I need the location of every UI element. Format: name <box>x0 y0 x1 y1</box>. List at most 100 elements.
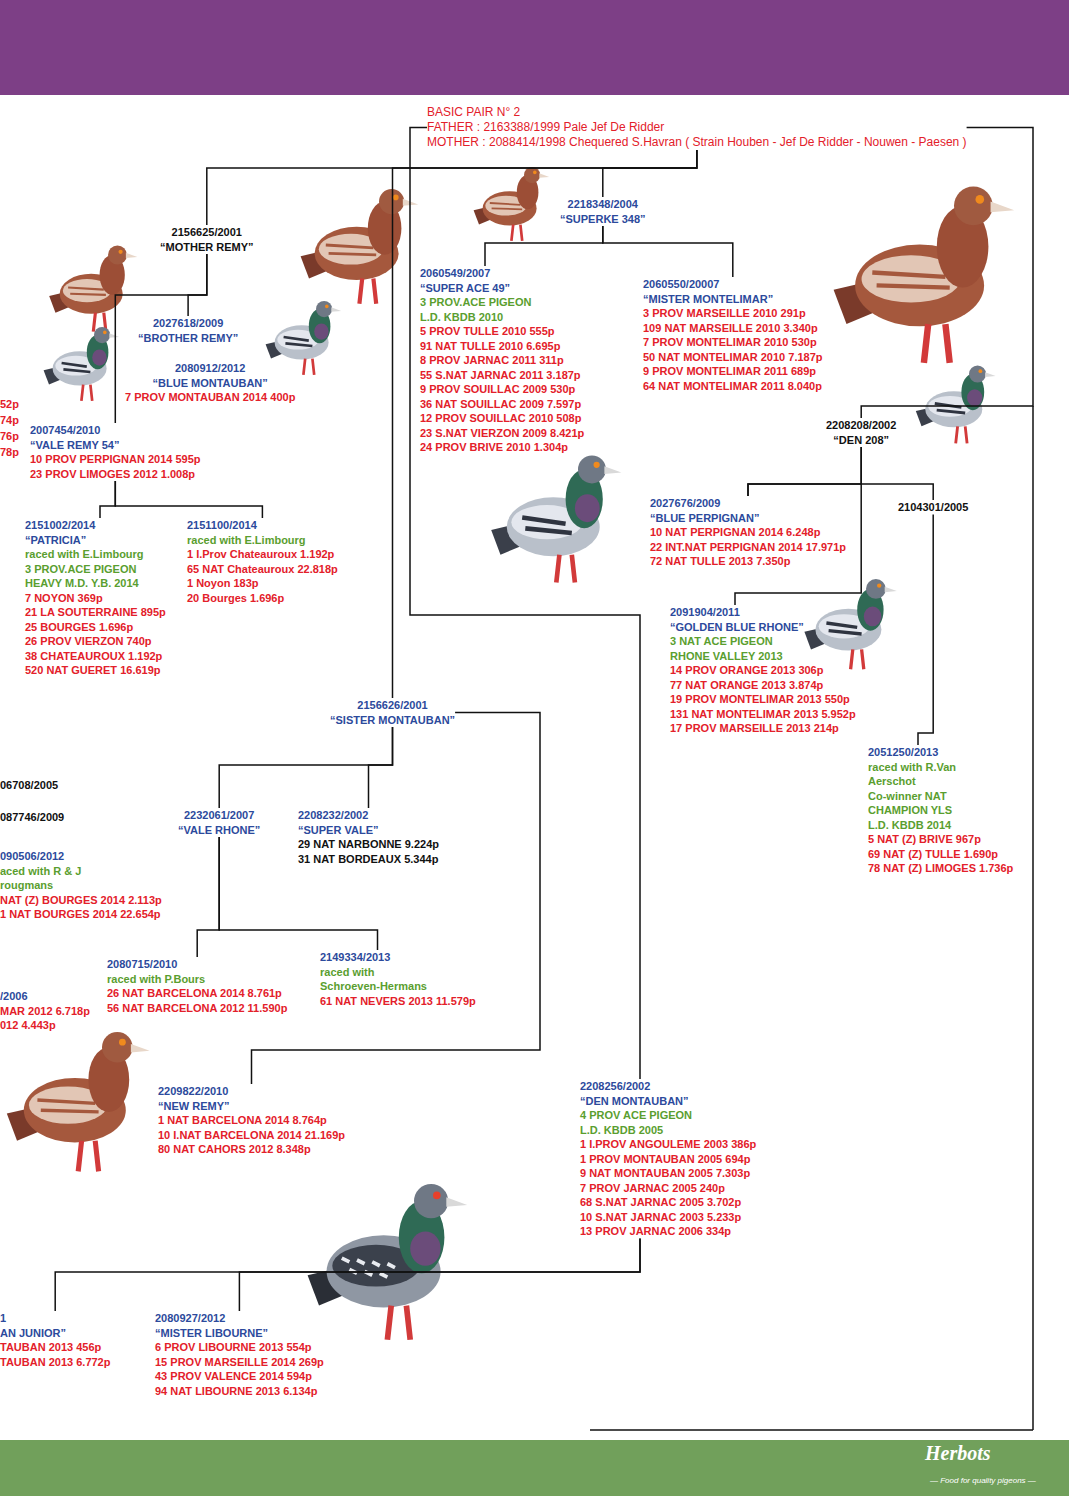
pigeon-entry: 2080927/2012“MISTER LIBOURNE”6 PROV LIBO… <box>155 1311 324 1398</box>
entry-text: “PATRICIA” <box>25 533 175 548</box>
entry-text: “DEN MONTAUBAN” <box>580 1094 700 1109</box>
entry-text: 19 PROV MONTELIMAR 2013 550p <box>670 692 800 707</box>
entry-text: 10 S.NAT JARNAC 2003 5.233p <box>580 1210 700 1225</box>
label-text: — Food for quality pigeons — <box>930 1474 1036 1489</box>
entry-text: 1 I.Prov Chateauroux 1.192p <box>187 547 338 562</box>
entry-text: 1 PROV MONTAUBAN 2005 694p <box>580 1152 700 1167</box>
entry-text: TAUBAN 2013 456p <box>0 1340 110 1355</box>
entry-text: raced with R.Van Aerschot <box>868 760 968 789</box>
entry-text: 131 NAT MONTELIMAR 2013 5.952p <box>670 707 800 722</box>
entry-text: 10 NAT PERPIGNAN 2014 6.248p <box>650 525 846 540</box>
entry-text: “BROTHER REMY” <box>138 331 238 346</box>
entry-text: “GOLDEN BLUE RHONE” <box>670 620 800 635</box>
entry-text: Co-winner NAT CHAMPION YLS L.D. KBDB 201… <box>868 789 968 833</box>
entry-text: 72 NAT TULLE 2013 7.350p <box>650 554 846 569</box>
entry-text: “VALE REMY 54” <box>30 438 201 453</box>
entry-text: 1 NAT BARCELONA 2014 8.764p <box>158 1113 345 1128</box>
pigeon-entry: 2156626/2001“SISTER MONTAUBAN” <box>330 698 455 727</box>
ring-number: 2208232/2002 <box>298 808 439 823</box>
entry-text: 25 BOURGES 1.696p <box>25 620 175 635</box>
pedigree-line <box>369 727 393 808</box>
entry-text: 24 PROV BRIVE 2010 1.304p <box>420 440 550 455</box>
entry-text: 23 S.NAT VIERZON 2009 8.421p <box>420 426 550 441</box>
pigeon-entry: 2091904/2011“GOLDEN BLUE RHONE”3 NAT ACE… <box>670 605 800 736</box>
pigeon-illustration <box>7 1032 150 1171</box>
pedigree-line <box>861 128 1033 419</box>
pigeon-entry: 2208232/2002“SUPER VALE”29 NAT NARBONNE … <box>298 808 439 866</box>
entry-text: 65 NAT Chateauroux 22.818p <box>187 562 338 577</box>
entry-text: raced with E.Limbourg <box>187 533 338 548</box>
bottom-band <box>0 1440 1069 1496</box>
frame-line <box>590 1429 1033 1431</box>
entry-text: 4 PROV ACE PIGEON L.D. KBDB 2005 <box>580 1108 700 1137</box>
entry-text: “SUPERKE 348” <box>560 212 646 227</box>
entry-text: 9 PROV SOUILLAC 2009 530p <box>420 382 550 397</box>
entry-text: 5 PROV TULLE 2010 555p <box>420 324 550 339</box>
entry-text: 9 PROV MONTELIMAR 2011 689p <box>643 364 823 379</box>
frame-line <box>1032 406 1034 1430</box>
entry-text: 68 S.NAT JARNAC 2005 3.702p <box>580 1195 700 1210</box>
ring-number: 2080912/2012 <box>125 361 295 376</box>
pigeon-entry: 087746/2009 <box>0 810 64 825</box>
entry-text: “MISTER LIBOURNE” <box>155 1326 324 1341</box>
entry-text: 69 NAT (Z) TULLE 1.690p <box>868 847 968 862</box>
ring-number: 2091904/2011 <box>670 605 800 620</box>
pigeon-entry: 2208256/2002“DEN MONTAUBAN”4 PROV ACE PI… <box>580 1079 700 1239</box>
entry-text: “NEW REMY” <box>158 1099 345 1114</box>
entry-text: 3 NAT ACE PIGEON RHONE VALLEY 2013 <box>670 634 800 663</box>
pedigree-line <box>115 481 262 518</box>
entry-text: 21 LA SOUTERRAINE 895p <box>25 605 175 620</box>
entry-text: aced with R & J rougmans <box>0 864 95 893</box>
pigeon-entry: 2232061/2007“VALE RHONE” <box>178 808 260 837</box>
label-text: 76p <box>0 429 19 444</box>
pigeon-entry: 2027618/2009“BROTHER REMY” <box>138 316 238 345</box>
pigeon-entry: 2080715/2010raced with P.Bours26 NAT BAR… <box>107 957 287 1015</box>
pigeon-entry: /2006MAR 2012 6.718p012 4.443p <box>0 989 90 1033</box>
entry-text: 6 PROV LIBOURNE 2013 554p <box>155 1340 324 1355</box>
entry-text: NAT (Z) BOURGES 2014 2.113p <box>0 893 95 908</box>
entry-text: 1 NAT BOURGES 2014 22.654p <box>0 907 95 922</box>
label-text: 74p <box>0 413 19 428</box>
entry-text: 38 CHATEAUROUX 1.192p <box>25 649 175 664</box>
entry-text: 36 NAT SOUILLAC 2009 7.597p <box>420 397 550 412</box>
entry-text: 7 NOYON 369p <box>25 591 175 606</box>
ring-number: /2006 <box>0 989 90 1004</box>
entry-text: “VALE RHONE” <box>178 823 260 838</box>
pigeon-illustration <box>49 246 137 332</box>
entry-text: “DEN 208” <box>826 433 896 448</box>
entry-text: 15 PROV MARSEILLE 2014 269p <box>155 1355 324 1370</box>
pigeon-entry: 2060549/2007“SUPER ACE 49”3 PROV.ACE PIG… <box>420 266 550 455</box>
pedigree-line <box>207 150 697 225</box>
ring-number: 2151100/2014 <box>187 518 338 533</box>
ring-number: BASIC PAIR N° 2 <box>427 105 967 120</box>
entry-text: 31 NAT BORDEAUX 5.344p <box>298 852 439 867</box>
pigeon-illustration <box>916 366 996 444</box>
entry-text: 1 Noyon 183p <box>187 576 338 591</box>
pedigree-line <box>197 837 219 957</box>
ring-number: 1 <box>0 1311 110 1326</box>
entry-text: 5 NAT (Z) BRIVE 967p <box>868 832 968 847</box>
entry-text: 3 PROV MARSEILLE 2010 291p <box>643 306 823 321</box>
pigeon-illustration <box>266 301 342 375</box>
pedigree-line <box>918 515 933 746</box>
pigeon-entry: 2208208/2002“DEN 208” <box>826 418 896 447</box>
entry-text: 23 PROV LIMOGES 2012 1.008p <box>30 467 201 482</box>
entry-text: “BLUE PERPIGNAN” <box>650 511 846 526</box>
entry-text: 10 PROV PERPIGNAN 2014 595p <box>30 452 201 467</box>
entry-text: 12 PROV SOUILLAC 2010 508p <box>420 411 550 426</box>
pedigree-line <box>393 150 697 698</box>
entry-text: 13 PROV JARNAC 2006 334p <box>580 1224 700 1239</box>
ring-number: 2156626/2001 <box>330 698 455 713</box>
entry-text: raced with P.Bours <box>107 972 287 987</box>
ring-number: 2104301/2005 <box>898 500 968 515</box>
entry-text: “SISTER MONTAUBAN” <box>330 713 455 728</box>
entry-text: 61 NAT NEVERS 2013 11.579p <box>320 994 435 1009</box>
pigeon-entry: 1AN JUNIOR”TAUBAN 2013 456pTAUBAN 2013 6… <box>0 1311 110 1369</box>
entry-text: 55 S.NAT JARNAC 2011 3.187p <box>420 368 550 383</box>
pigeon-illustration <box>44 327 120 401</box>
entry-text: 91 NAT TULLE 2010 6.695p <box>420 339 550 354</box>
ring-number: 2060550/20007 <box>643 277 823 292</box>
ring-number: 087746/2009 <box>0 810 64 825</box>
pigeon-illustration <box>308 1184 468 1340</box>
